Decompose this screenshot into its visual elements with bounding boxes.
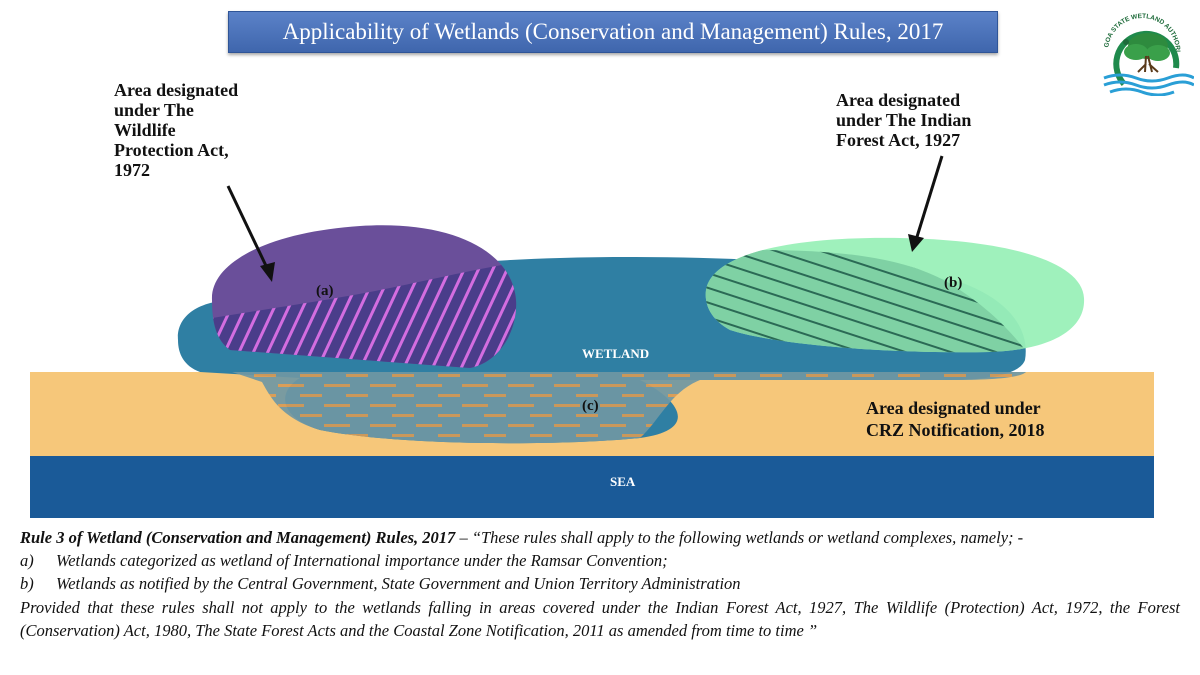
forest-area-label: Area designated under The Indian Forest … <box>836 90 976 150</box>
rule-proviso: Provided that these rules shall not appl… <box>20 597 1180 640</box>
rule-intro: Rule 3 of Wetland (Conservation and Mana… <box>20 526 1180 549</box>
sea-band <box>30 448 1154 518</box>
arrow-to-b <box>908 155 944 252</box>
slide-title: Applicability of Wetlands (Conservation … <box>228 11 998 53</box>
arrow-to-a <box>226 185 275 282</box>
sea-label: SEA <box>610 474 636 489</box>
item-b-letter: b) <box>20 574 34 594</box>
rule-intro-text: – “These rules shall apply to the follow… <box>455 528 1024 547</box>
marker-c: (c) <box>582 398 599 414</box>
item-a-text: Wetlands categorized as wetland of Inter… <box>56 551 668 571</box>
forest-wetland-overlap <box>705 250 1030 353</box>
rule-3-text: Rule 3 of Wetland (Conservation and Mana… <box>20 526 1180 642</box>
goa-state-wetland-authority-logo: GOA STATE WETLAND AUTHORITY <box>1090 6 1194 96</box>
rule-item-a: a) Wetlands categorized as wetland of Int… <box>20 549 1180 572</box>
marker-b: (b) <box>944 275 962 291</box>
item-b-text: Wetlands as notified by the Central Gove… <box>56 574 741 594</box>
item-a-letter: a) <box>20 551 34 571</box>
rule-item-b: b) Wetlands as notified by the Central Go… <box>20 572 1180 595</box>
wetland-label: WETLAND <box>582 346 649 361</box>
wildlife-area-label: Area designated under The Wildlife Prote… <box>114 80 243 180</box>
crz-wetland-overlap <box>232 372 1026 444</box>
rule-lead: Rule 3 of Wetland (Conservation and Mana… <box>20 528 456 547</box>
wildlife-wetland-overlap <box>211 262 517 368</box>
marker-a: (a) <box>316 283 334 299</box>
crz-area-label: Area designated under CRZ Notification, … <box>866 398 1045 440</box>
wetland-applicability-diagram: Area designated under The Wildlife Prote… <box>30 80 1154 518</box>
